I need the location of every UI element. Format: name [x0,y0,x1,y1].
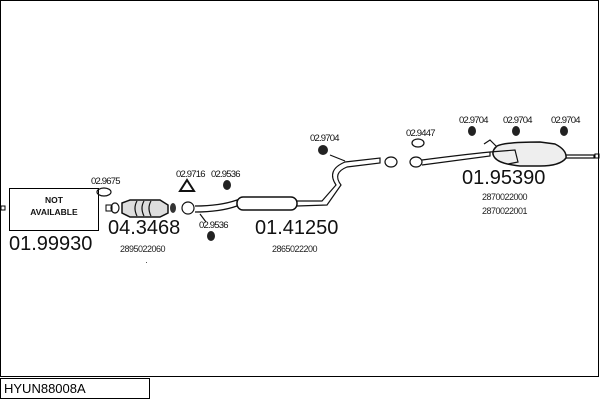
rubber-mount-icon [512,126,520,136]
catalytic-converter[interactable] [105,199,176,218]
not-available-line1: NOT [45,195,64,205]
diagram-title: HYUN88008A [4,381,86,396]
rear-silencer[interactable] [409,139,600,168]
middle-mount-ref[interactable]: 02.9704 [310,133,340,144]
middle-silencer[interactable] [181,154,398,215]
rear-gasket-ref[interactable]: 02.9447 [406,128,436,139]
rubber-mount-icon [468,126,476,136]
catalytic-part-number[interactable]: 04.3468 [108,217,180,239]
rear-part-number[interactable]: 01.95390 [462,167,545,189]
rear-mount3-ref[interactable]: 02.9704 [551,115,581,126]
rear-oe-number-1: 2870022000 [482,192,528,202]
rear-mount2-ref[interactable]: 02.9704 [503,115,533,126]
diagram-frame [0,0,599,377]
rubber-mount-icon [223,180,231,190]
middle-part-number[interactable]: 01.41250 [255,217,338,239]
mount-bottom-ref[interactable]: 02.9536 [199,220,229,231]
clamp-ref[interactable]: 02.9675 [91,176,121,187]
rubber-mount-icon [318,145,328,155]
not-available-part[interactable]: NOT AVAILABLE [0,188,99,231]
not-available-line2: AVAILABLE [30,207,78,217]
rear-mount1-ref[interactable]: 02.9704 [459,115,489,126]
rear-oe-number-2: 2870022001 [482,206,528,216]
rubber-mount-icon [560,126,568,136]
catalytic-oe-number: 2895022060 [120,244,166,254]
clamp-icon [96,187,112,197]
rubber-mount-icon [207,231,215,241]
middle-oe-number: 2865022200 [272,244,318,254]
mount-top-ref[interactable]: 02.9536 [211,169,241,180]
gasket-ref[interactable]: 02.9716 [176,169,206,180]
gasket-icon [178,178,196,192]
front-pipe-part-number[interactable]: 01.99930 [9,233,92,255]
title-box [0,378,150,399]
gasket-icon [411,138,425,148]
